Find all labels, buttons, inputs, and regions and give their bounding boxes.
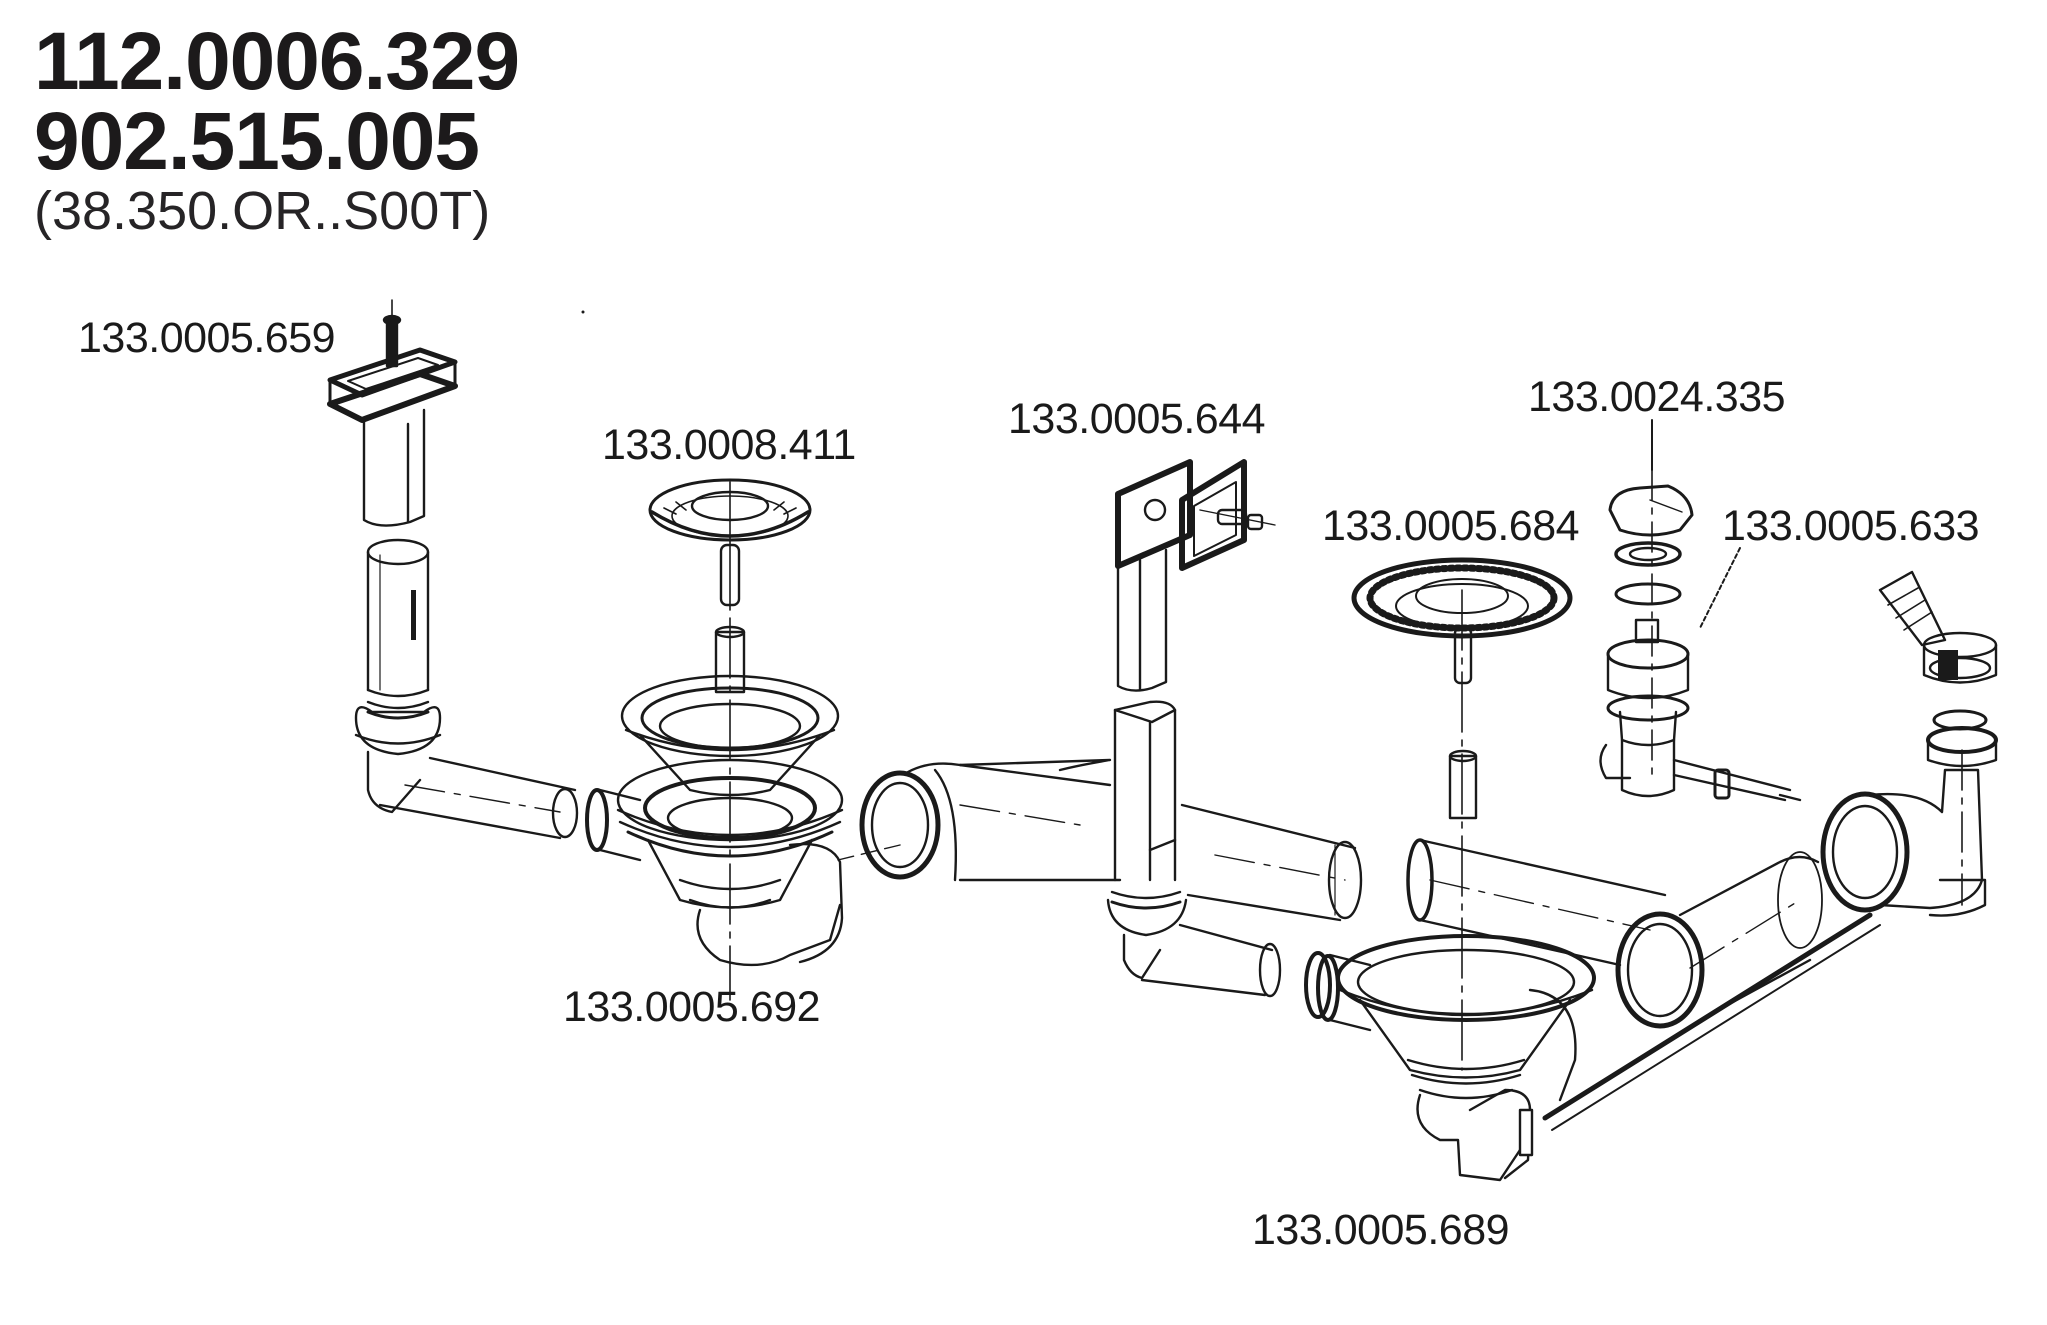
- right-long-pipe-drawing: [1406, 838, 1881, 1131]
- article-number: 112.0006.329: [34, 16, 520, 107]
- middle-lower-overflow-tube-drawing: [1106, 700, 1332, 1019]
- product-number: 902.515.005: [34, 96, 480, 187]
- pop-up-overflow-drawing: [1599, 419, 1802, 802]
- overflow-rect-middle-drawing: [1115, 459, 1276, 692]
- strainer-plug-left-drawing: [648, 478, 812, 1001]
- part-label-strainer-plug-left[interactable]: 133.0008.411: [602, 421, 856, 469]
- strainer-plug-right-drawing: [1351, 557, 1573, 1071]
- part-label-basket-waste-right[interactable]: 133.0005.689: [1252, 1206, 1510, 1254]
- overflow-plug-left-drawing: [327, 299, 458, 527]
- part-label-overflow-rect-middle[interactable]: 133.0005.644: [1008, 395, 1266, 443]
- part-label-pop-up-overflow-knob[interactable]: 133.0024.335: [1528, 373, 1786, 421]
- part-label-strainer-plug-right[interactable]: 133.0005.684: [1322, 502, 1580, 550]
- middle-connecting-pipe-drawing: [906, 758, 1363, 922]
- variant-code: (38.350.OR..S00T): [34, 181, 491, 241]
- part-label-overflow-valve-body[interactable]: 133.0005.633: [1722, 502, 1980, 550]
- stray-dot: [581, 310, 585, 314]
- title-block: 112.0006.329 902.515.005 (38.350.OR..S00…: [34, 16, 520, 242]
- basket-waste-left-drawing: [585, 674, 844, 967]
- left-overflow-tube-drawing: [354, 538, 579, 840]
- part-label-basket-waste-left[interactable]: 133.0005.692: [563, 983, 821, 1031]
- part-label-overflow-plug-left[interactable]: 133.0005.659: [78, 314, 336, 362]
- ring-nut-middle-drawing: [837, 770, 941, 880]
- basket-waste-right-drawing: [1316, 934, 1596, 1182]
- right-elbow-drawing: [1820, 570, 1998, 917]
